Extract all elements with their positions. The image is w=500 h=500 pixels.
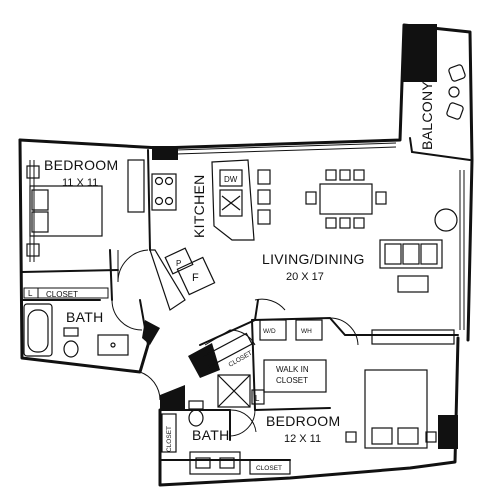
pantry-label: P <box>176 259 181 268</box>
side-table <box>448 86 460 98</box>
wh-label: WH <box>301 328 312 335</box>
linen-closet-2 <box>251 389 265 405</box>
elevator-shaft <box>217 374 251 408</box>
linen2-label: L <box>255 394 260 403</box>
dining-table <box>319 183 373 215</box>
range <box>151 173 177 211</box>
balcony-furniture <box>446 64 466 120</box>
tv-console <box>371 329 455 345</box>
kitchen-fixtures <box>149 159 271 311</box>
vanity <box>97 334 129 356</box>
nightstand <box>26 165 40 179</box>
refrigerator <box>176 256 216 296</box>
closet3-label: CLOSET <box>166 426 173 452</box>
walkin-shelf <box>263 359 327 393</box>
bedroom1-furniture <box>26 159 145 257</box>
sink <box>219 189 243 217</box>
dresser <box>127 159 145 213</box>
bath1-fixtures <box>23 303 129 358</box>
bar-stool <box>257 189 271 205</box>
lounge-chair <box>448 64 466 82</box>
bathtub <box>23 303 53 357</box>
bar-stool <box>257 169 271 185</box>
wd-label: W/D <box>263 328 276 335</box>
pantry <box>164 247 194 275</box>
bed-2 <box>364 369 428 449</box>
closet4-label: CLOSET <box>256 465 282 472</box>
column <box>434 208 458 232</box>
closet-diagonal <box>203 332 253 368</box>
living-furniture <box>305 169 458 345</box>
dw-label: DW <box>224 175 238 184</box>
linen1-label: L <box>28 289 33 298</box>
bed-1 <box>29 185 103 237</box>
walkin-label-1: WALK IN <box>276 365 309 374</box>
lounge-chair <box>446 102 464 120</box>
fridge-label: F <box>192 272 199 284</box>
exterior-walls <box>18 23 474 487</box>
dishwasher <box>219 169 243 187</box>
bedroom1-label: BEDROOM <box>44 157 118 173</box>
closet1-label: CLOSET <box>46 290 78 299</box>
doors <box>111 249 359 437</box>
shower <box>161 413 177 453</box>
sofa <box>379 239 443 269</box>
double-vanity <box>189 451 241 475</box>
bedroom2-dims: 12 X 11 <box>284 433 321 445</box>
bath2-fixtures <box>161 400 291 475</box>
bedroom2-label: BEDROOM <box>266 413 340 429</box>
structural-columns <box>142 24 458 449</box>
closet2-label: CLOSET <box>228 350 254 369</box>
water-heater <box>295 319 323 341</box>
linen-closet-1 <box>23 287 39 299</box>
toilet <box>188 409 204 427</box>
balcony-label: BALCONY <box>419 81 435 150</box>
living-label: LIVING/DINING <box>262 251 365 267</box>
walkin-label-2: CLOSET <box>276 376 308 385</box>
closet4-shelf <box>249 459 291 475</box>
bedroom2-furniture <box>345 369 437 449</box>
living-dims: 20 X 17 <box>286 271 324 283</box>
bath2-label: BATH <box>192 427 230 443</box>
kitchen-label: KITCHEN <box>191 174 207 238</box>
nightstand <box>425 431 437 443</box>
utility-fixtures <box>203 319 327 408</box>
toilet <box>63 340 79 358</box>
bedroom1-dims: 11 X 11 <box>62 177 98 189</box>
bar-stool <box>257 209 271 225</box>
washer-dryer <box>259 319 287 341</box>
nightstand <box>345 431 357 443</box>
coffee-table <box>397 275 429 293</box>
bath1-label: BATH <box>66 309 104 325</box>
nightstand <box>26 243 40 257</box>
